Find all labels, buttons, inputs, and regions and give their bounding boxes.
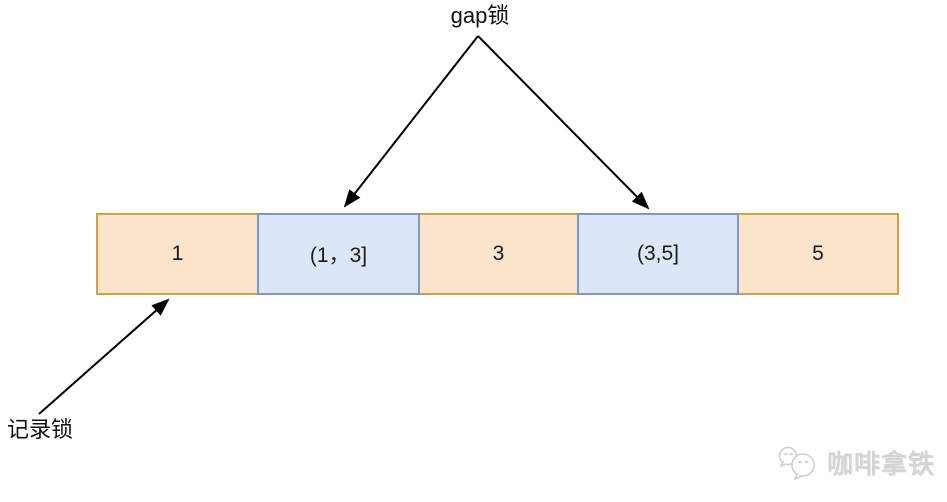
cell-gap-1-3: (1，3]: [257, 213, 420, 295]
chat-bubbles-icon: [776, 445, 820, 481]
watermark-text: 咖啡拿铁: [827, 449, 936, 479]
cell-value: (1，3]: [309, 244, 368, 267]
cell-value: 3: [492, 242, 505, 265]
record-lock-arrow: [38, 298, 170, 415]
gap-lock-label: gap锁: [450, 3, 510, 28]
cell-gap-3-5: (3,5]: [577, 213, 739, 295]
cell-value: 5: [812, 242, 824, 265]
cell-value: 1: [171, 242, 184, 265]
cell-record-1: 1: [96, 213, 259, 295]
gap-lock-arrow-left: [343, 35, 479, 208]
cell-value: (3,5]: [636, 242, 680, 265]
cell-record-3: 3: [418, 213, 579, 295]
cell-record-5: 5: [737, 213, 899, 295]
watermark: 咖啡拿铁: [776, 444, 935, 481]
gap-lock-arrow-right: [477, 35, 650, 210]
record-lock-label: 记录锁: [7, 417, 74, 442]
